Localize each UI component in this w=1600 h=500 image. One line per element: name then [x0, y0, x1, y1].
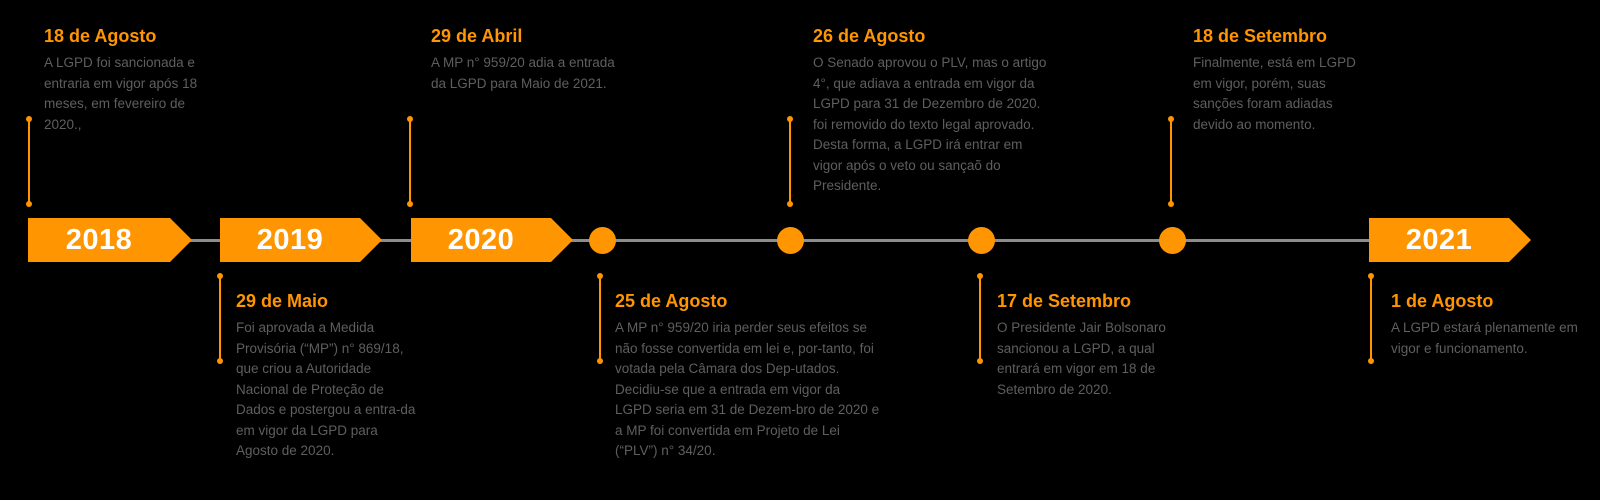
event-description: Finalmente, está em LGPD em vigor, porém… [1193, 55, 1356, 132]
year-label: 2018 [65, 223, 133, 256]
event-title: 29 de Maio [236, 291, 329, 311]
event-2019-05-29: 29 de Maio Foi aprovada a Medida Provisó… [236, 290, 421, 462]
year-marker-2020: 2020 [411, 218, 573, 262]
event-title: 25 de Agosto [615, 291, 728, 311]
event-title: 18 de Agosto [44, 26, 157, 46]
event-description: A MP n° 959/20 adia a entrada da LGPD pa… [431, 55, 615, 91]
event-marker-dot [777, 227, 804, 254]
event-2021-08-01: 1 de Agosto A LGPD estará plenamente em … [1391, 290, 1591, 359]
event-connector [407, 116, 413, 207]
year-marker-2019: 2019 [220, 218, 382, 262]
event-connector [1168, 116, 1174, 207]
event-2020-09-18: 18 de Setembro Finalmente, está em LGPD … [1193, 25, 1373, 135]
year-marker-2018: 2018 [28, 218, 192, 262]
event-2020-08-26: 26 de Agosto O Senado aprovou o PLV, mas… [813, 25, 1053, 197]
year-label: 2021 [1405, 223, 1473, 256]
event-2018-08-18: 18 de Agosto A LGPD foi sancionada e ent… [44, 25, 224, 135]
event-connector [977, 273, 983, 364]
event-title: 26 de Agosto [813, 26, 926, 46]
event-connector [217, 273, 223, 364]
year-label: 2019 [256, 223, 324, 256]
event-description: Foi aprovada a Medida Provisória (“MP”) … [236, 320, 416, 458]
event-title: 17 de Setembro [997, 291, 1132, 311]
event-description: A MP n° 959/20 iria perder seus efeitos … [615, 320, 880, 458]
event-description: O Presidente Jair Bolsonaro sancionou a … [997, 320, 1166, 397]
event-description: O Senado aprovou o PLV, mas o artigo 4°,… [813, 55, 1047, 193]
year-marker-2021: 2021 [1369, 218, 1531, 262]
year-label: 2020 [447, 223, 515, 256]
event-description: A LGPD foi sancionada e entraria em vigo… [44, 55, 198, 132]
event-marker-dot [1159, 227, 1186, 254]
event-2020-09-17: 17 de Setembro O Presidente Jair Bolsona… [997, 290, 1182, 400]
event-2020-04-29: 29 de Abril A MP n° 959/20 adia a entrad… [431, 25, 621, 94]
event-2020-08-25: 25 de Agosto A MP n° 959/20 iria perder … [615, 290, 880, 462]
event-connector [597, 273, 603, 364]
event-title: 18 de Setembro [1193, 26, 1328, 46]
event-connector [1368, 273, 1374, 364]
event-connector [787, 116, 793, 207]
event-description: A LGPD estará plenamente em vigor e func… [1391, 320, 1578, 356]
event-title: 29 de Abril [431, 26, 523, 46]
event-connector [26, 116, 32, 207]
event-marker-dot [589, 227, 616, 254]
event-title: 1 de Agosto [1391, 291, 1494, 311]
event-marker-dot [968, 227, 995, 254]
